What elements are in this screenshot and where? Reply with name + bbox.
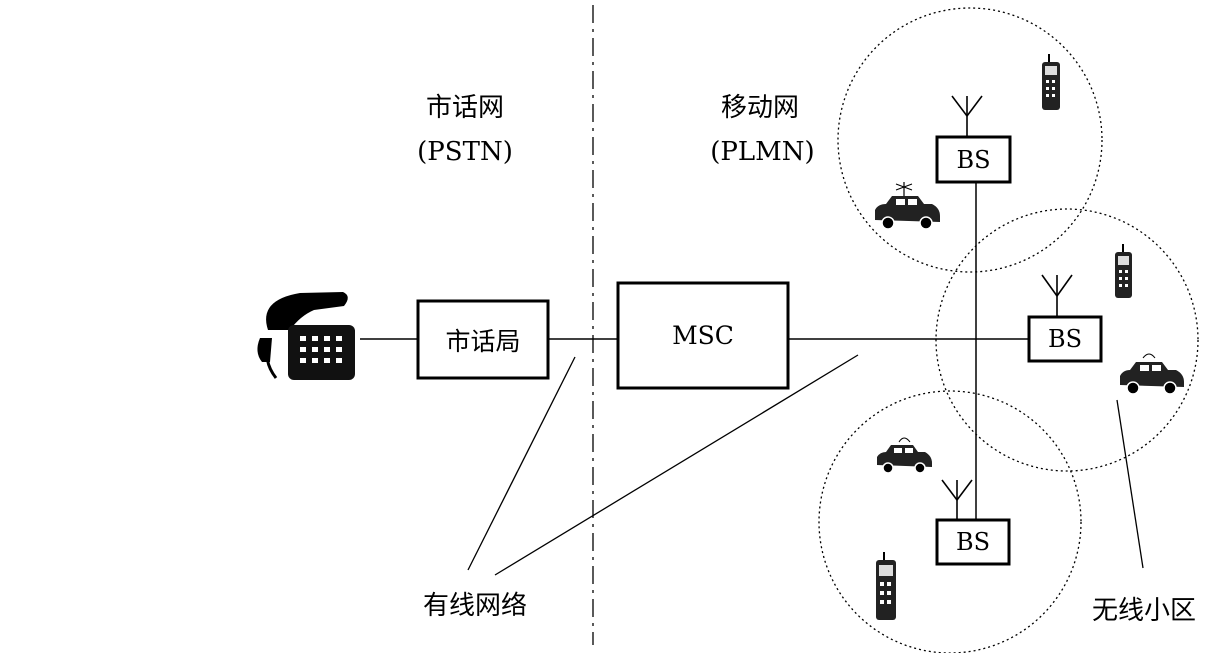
local-office-label: 市话局 [445,326,521,356]
antenna-icon [951,95,983,137]
bs-top-box [935,135,1012,184]
antenna-icon [1041,274,1073,317]
cell-bottom [818,390,1082,653]
mobile-phone-icon [1115,244,1132,298]
plmn-label-en: (PLMN) [710,137,815,167]
pstn-label-cn: 市话网 [425,93,504,123]
bs-bottom-box [935,518,1011,566]
msc-label: MSC [672,321,734,350]
wired-pointer-2 [494,354,859,576]
bs-top-label: BS [956,145,991,174]
wired-network-label: 有线网络 [422,591,527,621]
antenna-icon [941,479,973,520]
mobile-phone-icon [876,552,896,620]
wired-pointer-1 [467,356,576,571]
car-icon [875,182,940,230]
cell-pointer [1116,399,1144,569]
car-icon [1120,353,1184,395]
msc-box [616,281,790,390]
wireless-cell-label: 无线小区 [1091,596,1196,626]
bs-bottom-label: BS [955,528,991,556]
cell-top [837,7,1103,273]
telephone-icon [257,292,355,380]
bs-mid-box [1027,315,1103,363]
bs-mid-label: BS [1047,325,1083,353]
mobile-phone-icon [1042,54,1060,110]
pstn-label-en: (PSTN) [417,137,513,167]
cell-right [935,208,1199,472]
local-office-box [416,299,550,380]
car-icon [877,437,932,474]
plmn-label-cn: 移动网 [720,93,799,123]
